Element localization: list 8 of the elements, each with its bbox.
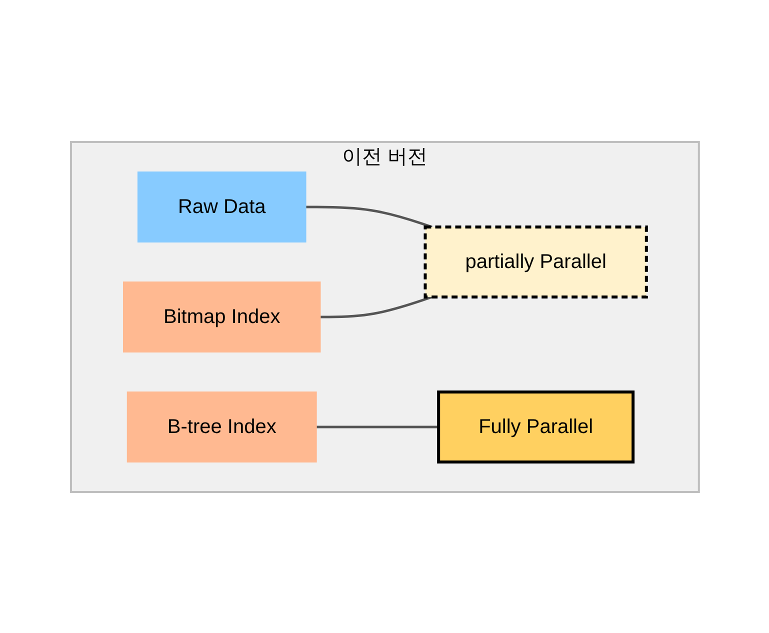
node-box: B-tree Index (126, 391, 316, 462)
connector (305, 205, 432, 228)
connector (316, 425, 438, 428)
connector (320, 295, 432, 318)
node-box: Raw Data (137, 171, 306, 242)
node-box: partially Parallel (423, 225, 648, 298)
node-box: Fully Parallel (436, 390, 634, 463)
node-box: Bitmap Index (122, 281, 320, 352)
